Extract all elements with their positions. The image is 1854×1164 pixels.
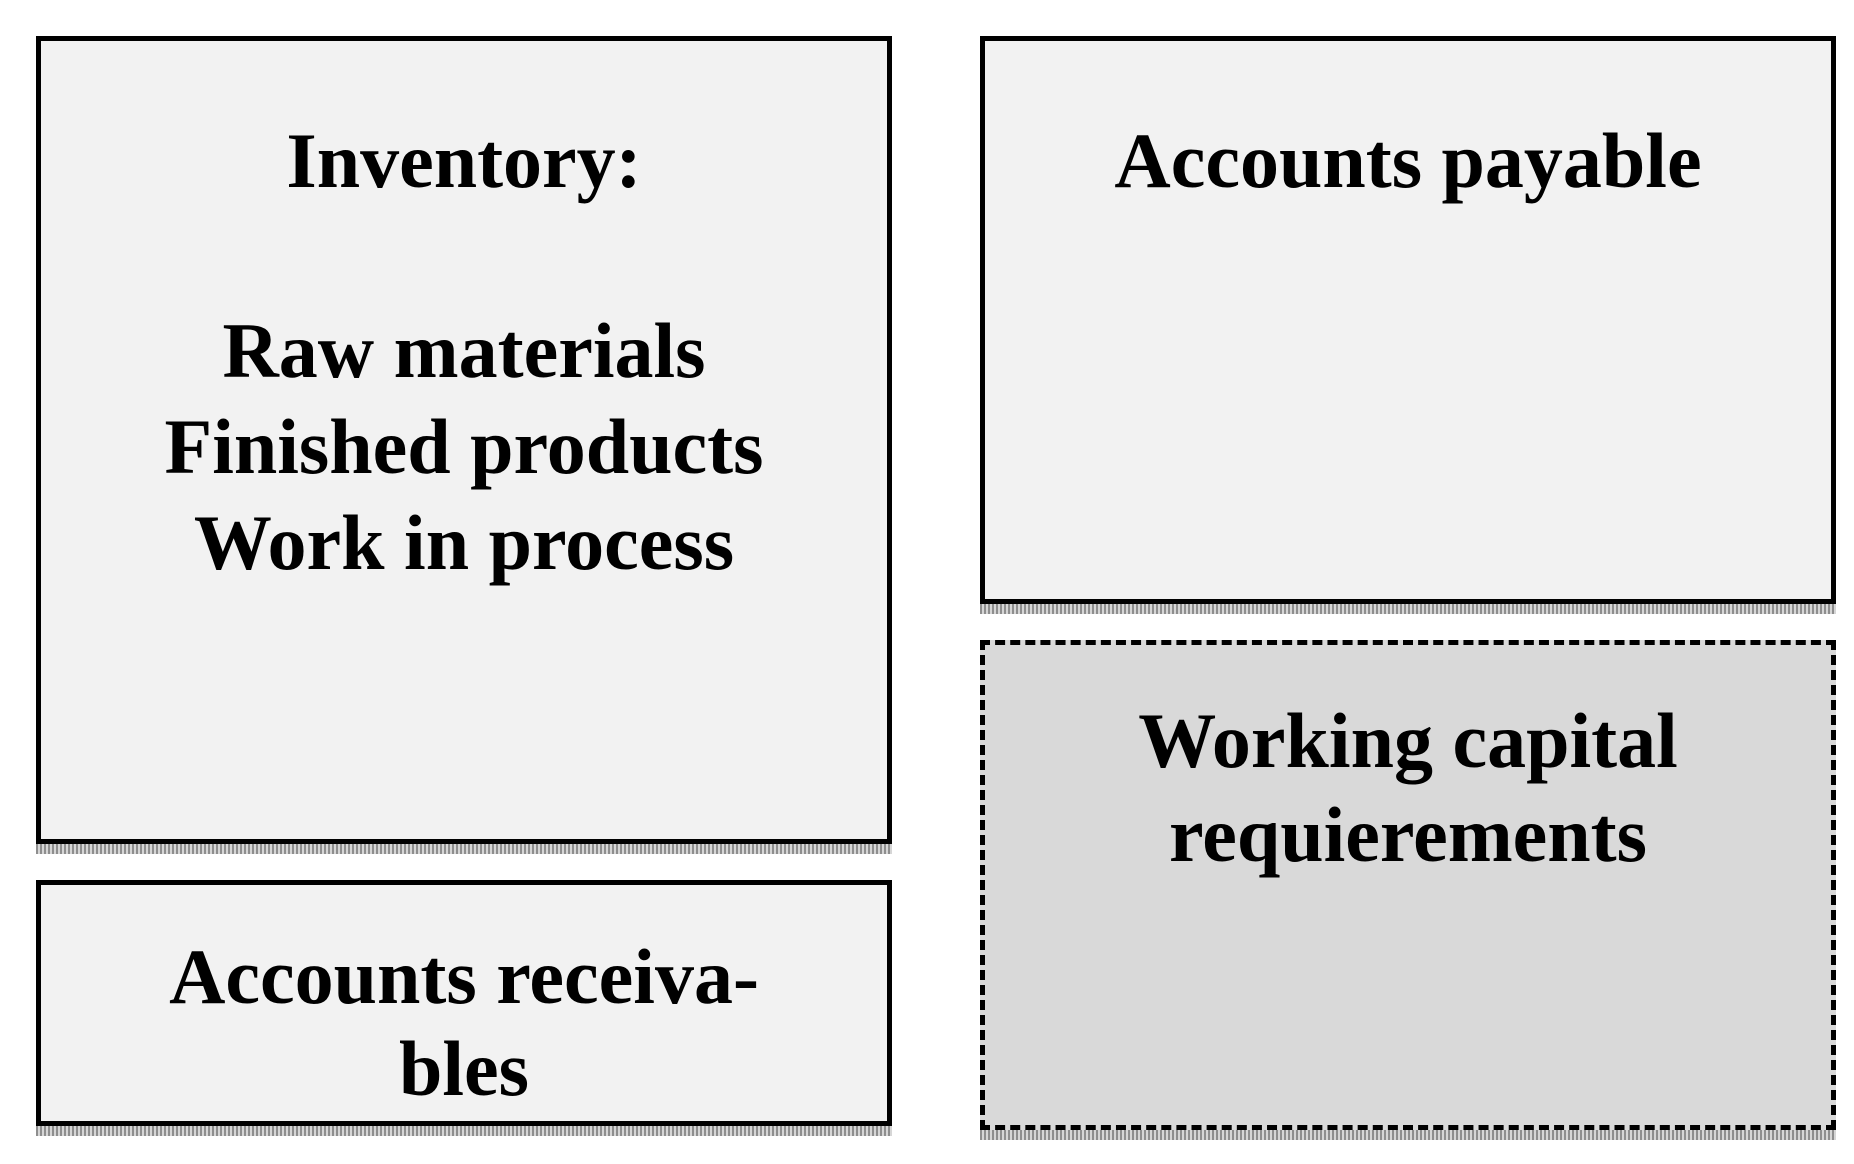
- accounts-receivables-line2: bles: [398, 1025, 530, 1112]
- accounts-payable-title: Accounts payable: [1114, 117, 1702, 204]
- working-capital-line2: requierements: [1168, 791, 1648, 878]
- working-capital-line1: Working capital: [1138, 697, 1678, 784]
- working-capital-box: Working capital requierements: [980, 640, 1836, 1130]
- inventory-item-finished-products: Finished products: [164, 403, 764, 490]
- accounts-payable-box: Accounts payable: [980, 36, 1836, 604]
- inventory-box-shadow: [36, 844, 892, 854]
- inventory-title: Inventory:: [286, 117, 642, 204]
- inventory-item-work-in-process: Work in process: [193, 499, 735, 586]
- accounts-receivables-box: Accounts receiva- bles: [36, 880, 892, 1126]
- inventory-item-raw-materials: Raw materials: [222, 307, 706, 394]
- accounts-receivables-box-shadow: [36, 1126, 892, 1136]
- accounts-payable-box-shadow: [980, 604, 1836, 614]
- working-capital-box-shadow: [980, 1130, 1836, 1140]
- accounts-receivables-line1: Accounts receiva-: [169, 933, 759, 1020]
- inventory-box: Inventory: Raw materials Finished produc…: [36, 36, 892, 844]
